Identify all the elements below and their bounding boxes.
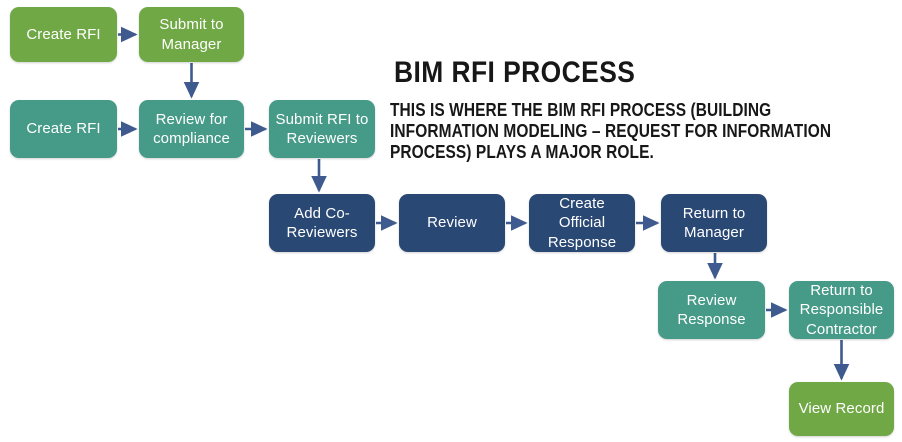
flow-node-view-record[interactable]: View Record bbox=[789, 382, 894, 436]
flow-node-review-response[interactable]: Review Response bbox=[658, 281, 765, 339]
flow-node-return-to-responsible-contractor[interactable]: Return to Responsible Contractor bbox=[789, 281, 894, 339]
page-title: BIM RFI PROCESS bbox=[394, 56, 636, 89]
flow-node-label: Create Official Response bbox=[547, 195, 617, 251]
description-line-1: THIS IS WHERE THE BIM RFI PROCESS (BUILD… bbox=[390, 100, 772, 120]
flow-node-add-co-reviewers[interactable]: Add Co-Reviewers bbox=[269, 194, 375, 252]
flow-node-label: Review Response bbox=[677, 291, 746, 328]
flow-node-label: Return to Manager bbox=[682, 204, 746, 241]
flow-node-label: Review bbox=[427, 214, 477, 232]
flow-node-label: Create RFI bbox=[26, 25, 101, 43]
flow-node-label: Review for compliance bbox=[153, 110, 230, 147]
flow-node-label: Submit RFI to Reviewers bbox=[275, 110, 369, 147]
flow-node-label: Return to Responsible Contractor bbox=[799, 282, 884, 338]
flow-node-return-to-manager[interactable]: Return to Manager bbox=[661, 194, 767, 252]
flow-node-label: Create RFI bbox=[26, 120, 101, 138]
description-text: THIS IS WHERE THE BIM RFI PROCESS (BUILD… bbox=[390, 100, 889, 164]
title-block: BIM RFI PROCESS THIS IS WHERE THE BIM RF… bbox=[390, 58, 890, 164]
flow-node-create-official-response[interactable]: Create Official Response bbox=[529, 194, 635, 252]
description-line-3: PROCESS) PLAYS A MAJOR ROLE. bbox=[390, 142, 654, 163]
flow-node-label: Submit to Manager bbox=[159, 16, 224, 53]
flow-node-label: View Record bbox=[798, 400, 885, 418]
description-line-2: INFORMATION MODELING – REQUEST FOR INFOR… bbox=[390, 121, 832, 142]
flow-node-submit-to-manager[interactable]: Submit to Manager bbox=[139, 7, 244, 62]
flow-node-create-rfi-second[interactable]: Create RFI bbox=[10, 100, 117, 158]
flow-node-create-rfi-top[interactable]: Create RFI bbox=[10, 7, 117, 62]
flow-node-label: Add Co-Reviewers bbox=[286, 204, 358, 241]
flow-node-review-for-compliance[interactable]: Review for compliance bbox=[139, 100, 244, 158]
flow-node-review[interactable]: Review bbox=[399, 194, 505, 252]
flow-node-submit-rfi-reviewers[interactable]: Submit RFI to Reviewers bbox=[269, 100, 375, 158]
